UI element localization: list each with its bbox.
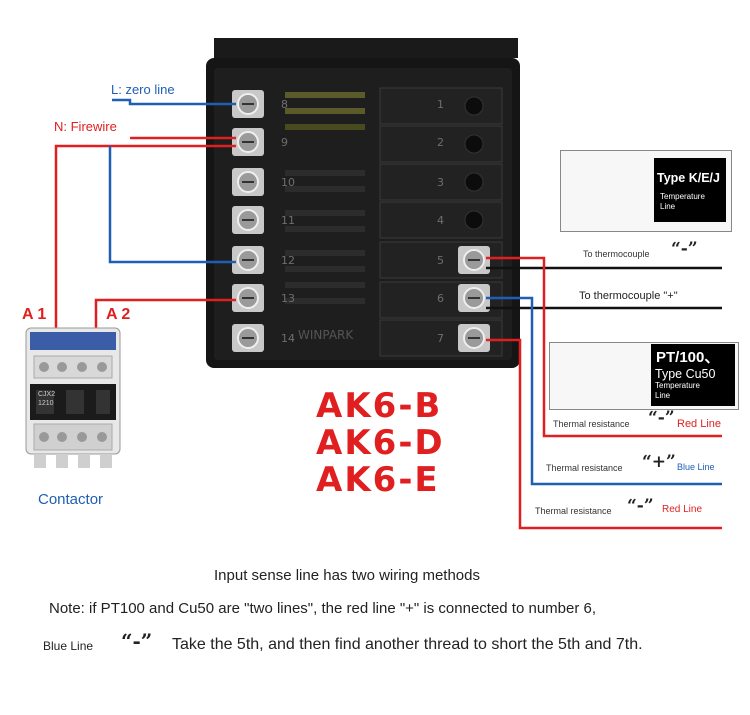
thermocouple-type: Type K/E/J [657,171,720,185]
thermocouple-minus-text: To thermocouple [583,249,650,259]
controller-top-lip [214,38,518,58]
left-screws [232,90,264,352]
model-ak6-b: AK6-B [316,386,443,426]
terminal-2-label: 2 [437,136,444,149]
rtd-sub: Temperature Line [655,381,700,400]
model-ak6-d: AK6-D [316,423,445,463]
rtd-type-2: Type Cu50 [655,367,716,381]
center-vents [285,92,365,304]
model-ak6-e: AK6-E [316,460,440,500]
note-line-3-prefix: Blue Line [43,639,94,653]
zero-line-wire [112,98,236,106]
terminal12-wire [108,146,236,264]
contactor-label: Contactor [38,491,104,508]
thermocouple-minus-sign: “-” [671,239,698,259]
rtd-row1-color: Red Line [677,418,722,430]
rtd-type-1: PT/100、 [656,349,720,366]
brand-label: WINPARK [298,328,354,342]
contactor-device [25,327,121,468]
note-line-3-sign: “-” [121,629,153,653]
terminal-1-label: 1 [437,98,444,111]
zero-line-label: L: zero line [111,82,175,97]
thermocouple-sub: Temperature Line [660,192,705,211]
note-line-3-text: Take the 5th, and then find another thre… [172,636,643,653]
terminal-7-label: 7 [437,332,444,345]
terminal-6-label: 6 [437,292,444,305]
terminal-14-label: 14 [281,332,295,345]
rtd-blue-wire [486,296,722,486]
rtd-row2-color: Blue Line [677,462,715,472]
rtd-row1-sign: “-” [648,408,675,428]
terminal-9-label: 9 [281,136,288,149]
rtd-row1-name: Thermal resistance [553,419,630,429]
rtd-row2-sign: “+” [642,452,676,472]
rtd-row3-name: Thermal resistance [535,506,612,516]
terminal-11-label: 11 [281,214,295,227]
right-screws [458,246,490,352]
note-line-1: Input sense line has two wiring methods [214,567,480,584]
terminal-3-label: 3 [437,176,444,189]
terminal-10-label: 10 [281,176,295,189]
terminal-5-label: 5 [437,254,444,267]
fire-wire-label: N: Firewire [54,119,117,134]
contactor-code-text: 1210 [38,400,54,407]
thermocouple-tag: Type K/E/J Temperature Line [654,158,726,222]
rtd-red-wire-2 [486,338,722,530]
terminal-12-label: 12 [281,254,295,267]
contactor-model-text: CJX2 [38,391,56,398]
thermocouple-plus-text: To thermocouple "+" [579,290,678,302]
rtd-red-wire-1 [486,256,722,438]
right-indicators [464,96,484,230]
a2-wire [94,298,236,328]
rtd-tag: PT/100、 Type Cu50 Temperature Line [651,344,735,406]
terminal-13-label: 13 [281,292,295,305]
rtd-row3-sign: “-” [627,496,654,516]
a1-label: A 1 [22,306,47,323]
rtd-row2-name: Thermal resistance [546,463,623,473]
rtd-row3-color: Red Line [662,504,703,515]
terminal-4-label: 4 [437,214,444,227]
note-line-2: Note: if PT100 and Cu50 are "two lines",… [49,600,597,617]
a2-label: A 2 [106,306,131,323]
terminal-8-label: 8 [281,98,288,111]
a1-wire [54,144,236,328]
